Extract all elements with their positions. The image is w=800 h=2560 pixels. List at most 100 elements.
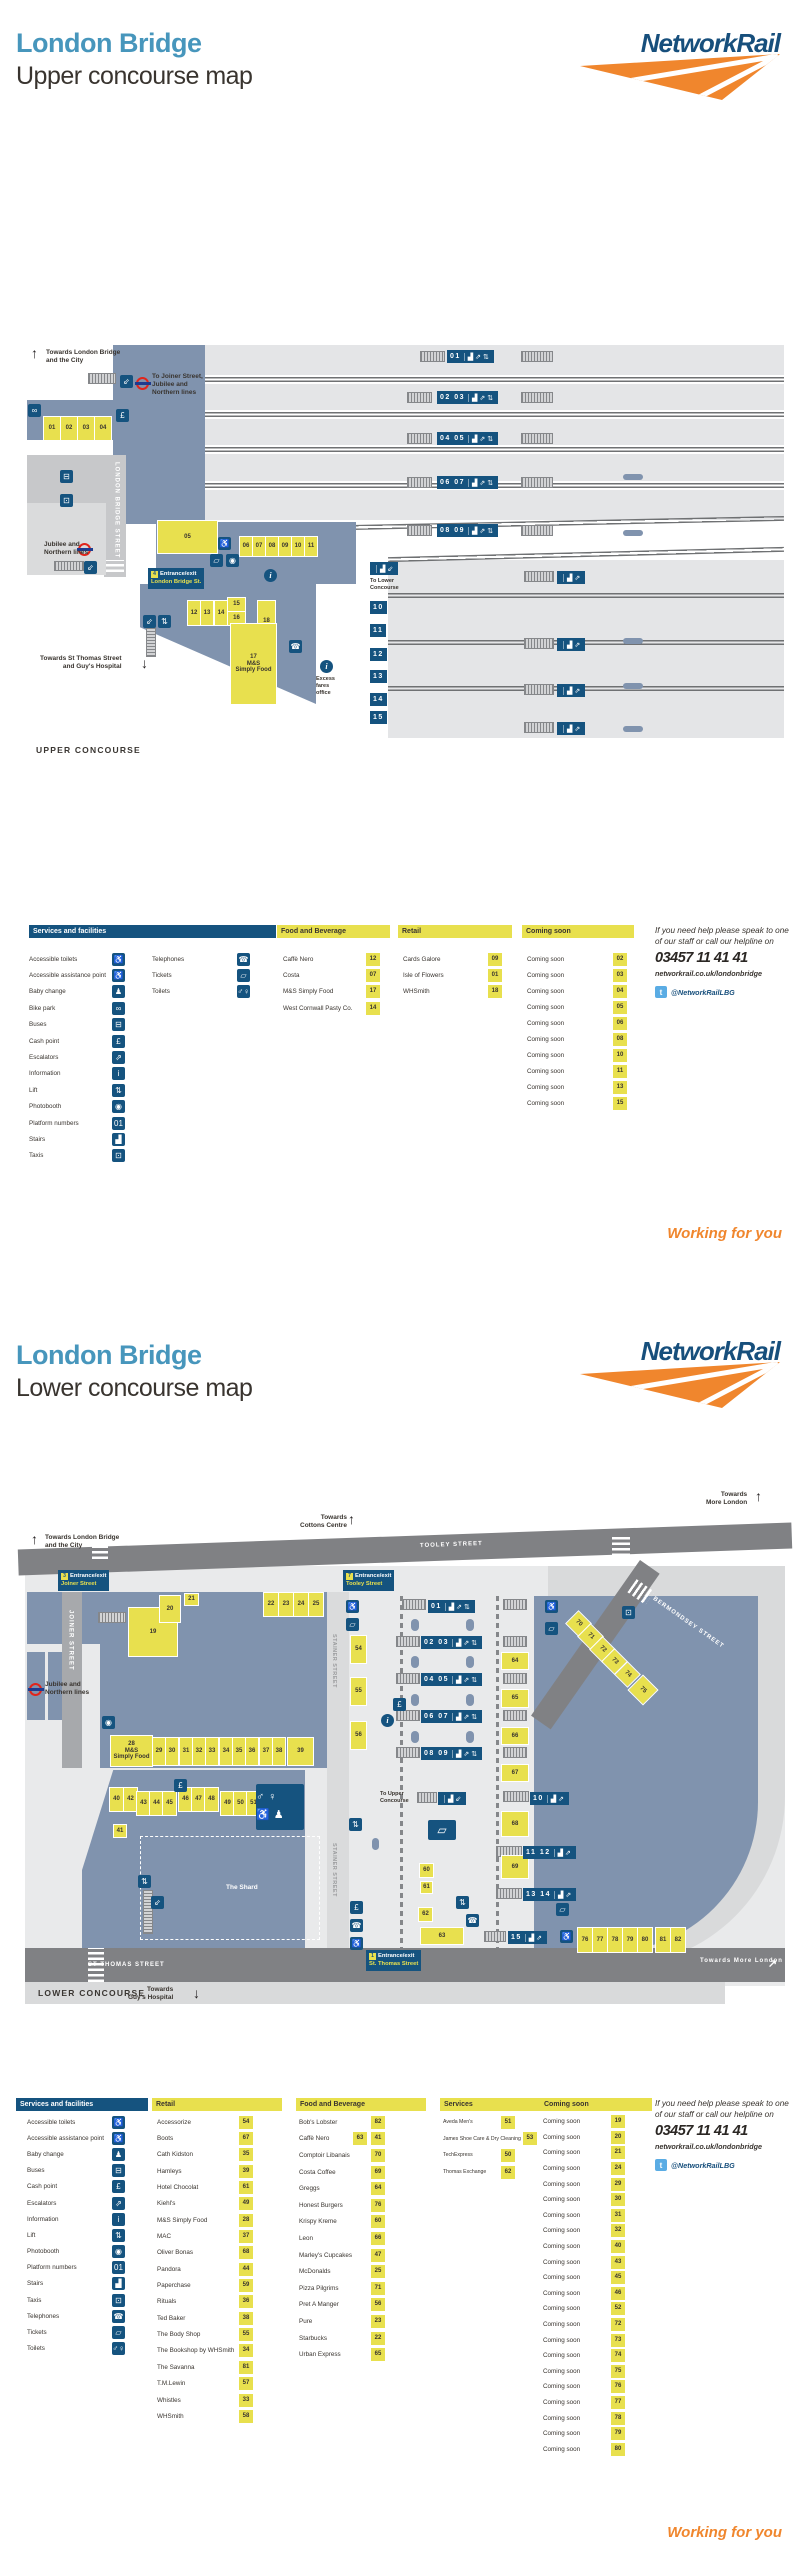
track: [388, 640, 784, 645]
retail-unit: 64: [501, 1652, 529, 1670]
retail-unit: 15: [227, 597, 246, 612]
lift-icon: ⇅: [349, 1818, 362, 1831]
retail-unit: 37: [259, 1737, 273, 1766]
legend-item: Accessible assistance point♿: [27, 2131, 125, 2145]
lift-icon: ⇅: [112, 2228, 125, 2242]
information-icon: i: [320, 660, 333, 673]
legend-item: Taxis⊡: [27, 2292, 125, 2308]
platform-badge: 11 12▟⇗: [523, 1846, 576, 1859]
arrow-down-icon: ↓: [141, 654, 148, 671]
platform-badge: 10▟⇗: [530, 1792, 570, 1805]
platform-badge: 10: [370, 601, 387, 614]
pedestrian-crossing: [612, 1536, 630, 1556]
cash-point-icon: £: [174, 1779, 187, 1792]
tickets-icon: ▱: [556, 1903, 569, 1916]
platform-badge: 15: [370, 711, 387, 724]
retail-unit: 42: [123, 1787, 138, 1812]
stairs-hatch: [396, 1673, 420, 1684]
information-icon: i: [112, 1067, 125, 1081]
working-for-you-tagline: Working for you: [667, 1225, 782, 1242]
retail-unit: 14: [214, 600, 228, 626]
legend-item: Toilets♂♀: [27, 2342, 125, 2356]
platform-badge: 04 05▟⇗⇅: [421, 1673, 483, 1686]
retail-unit: 82: [670, 1927, 686, 1953]
escalator-icon: ⇙: [84, 561, 97, 574]
legend-item: Accessible toilets♿: [27, 2115, 125, 2129]
map-shape: [205, 490, 784, 520]
stairs-hatch: [146, 627, 156, 657]
bike-park-icon: ∞: [28, 404, 41, 417]
baby-change-icon: ♟: [112, 985, 125, 999]
lift-icon: ⇅: [138, 1875, 151, 1888]
legend-item: Lift⇅: [29, 1082, 125, 1098]
platform-badge: 13: [370, 670, 387, 683]
platform-badge: 08 09▟⇗⇅: [421, 1747, 483, 1760]
retail-unit: 80: [637, 1927, 653, 1953]
map-label: Excess fares office: [316, 676, 335, 696]
retail-unit: 45: [162, 1791, 177, 1816]
retail-unit: 47: [191, 1787, 206, 1812]
retail-unit: 65: [501, 1689, 529, 1708]
escalator-icon: ⇙: [143, 615, 156, 628]
stairs-hatch: [503, 1599, 527, 1610]
retail-unit: 79: [622, 1927, 638, 1953]
legend-item: Escalators⇗: [27, 2195, 125, 2211]
track: [205, 412, 784, 417]
platform-badge: 01▟⇗⇅: [428, 1600, 475, 1613]
stairs-hatch: [524, 638, 554, 649]
twitter-icon: t: [655, 2159, 667, 2172]
stairs-hatch: [396, 1747, 420, 1758]
stairs-hatch: [420, 351, 445, 362]
retail-unit: 11: [304, 536, 318, 557]
stairs-hatch: [503, 1673, 527, 1684]
concourse-area: [48, 1652, 64, 1720]
help-intro: If you need help please speak to one of …: [655, 926, 789, 947]
platform-badge: ▟⇗: [557, 684, 586, 697]
legend-item: Tickets▱: [27, 2324, 125, 2340]
platform-pillar: [411, 1619, 419, 1631]
road: [104, 455, 126, 577]
toilets-icon: ♂♀: [237, 985, 250, 999]
help-block: If you need help please speak to one of …: [655, 925, 793, 999]
legend-header-coming-soon: Coming soon: [522, 925, 634, 938]
legend-header-coming-soon: Coming soon: [540, 2098, 652, 2111]
retail-unit: 20: [159, 1595, 181, 1623]
road: [62, 1592, 82, 1768]
platform-badge: 02 03▟⇗⇅: [437, 391, 499, 404]
bike-park-icon: ∞: [112, 1001, 125, 1015]
stairs-hatch: [407, 433, 432, 444]
stairs-hatch: [503, 1710, 527, 1721]
legend-item: Bike park∞: [29, 1000, 125, 1016]
accessible-assistance-icon: ♿: [560, 1930, 573, 1943]
stairs-hatch: [521, 392, 553, 403]
platform-badge: 02 03▟⇗⇅: [421, 1636, 483, 1649]
retail-unit: 61: [420, 1881, 433, 1894]
helpline-number: 03457 11 41 41: [655, 2123, 748, 2140]
retail-unit: 24: [293, 1592, 309, 1617]
networkrail-logo: NetworkRail: [555, 30, 781, 100]
map-label: LONDON BRIDGE STREET: [113, 462, 120, 559]
